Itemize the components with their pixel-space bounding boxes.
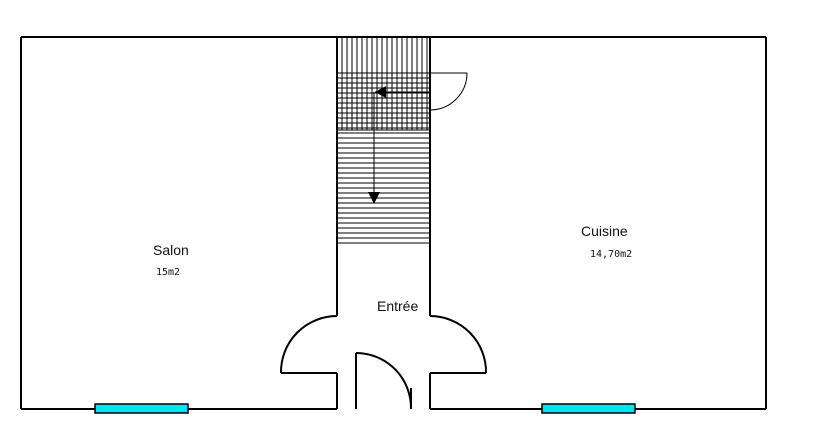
window-salon (94, 403, 189, 414)
window-cuisine (541, 403, 636, 414)
staircase (336, 36, 431, 244)
kitchen-door (429, 72, 468, 111)
entree-label: Entrée (377, 298, 418, 314)
salon-label: Salon (153, 242, 189, 258)
cuisine-area: 14,70m2 (590, 249, 632, 260)
stair-risers (341, 37, 428, 130)
salon-door (279, 315, 338, 374)
cuisine-door (429, 315, 488, 374)
stair-direction-arrow (368, 86, 430, 204)
entrance-door (355, 352, 413, 410)
stair-treads (337, 77, 430, 239)
cuisine-label: Cuisine (581, 223, 628, 239)
salon-area: 15m2 (156, 267, 180, 278)
